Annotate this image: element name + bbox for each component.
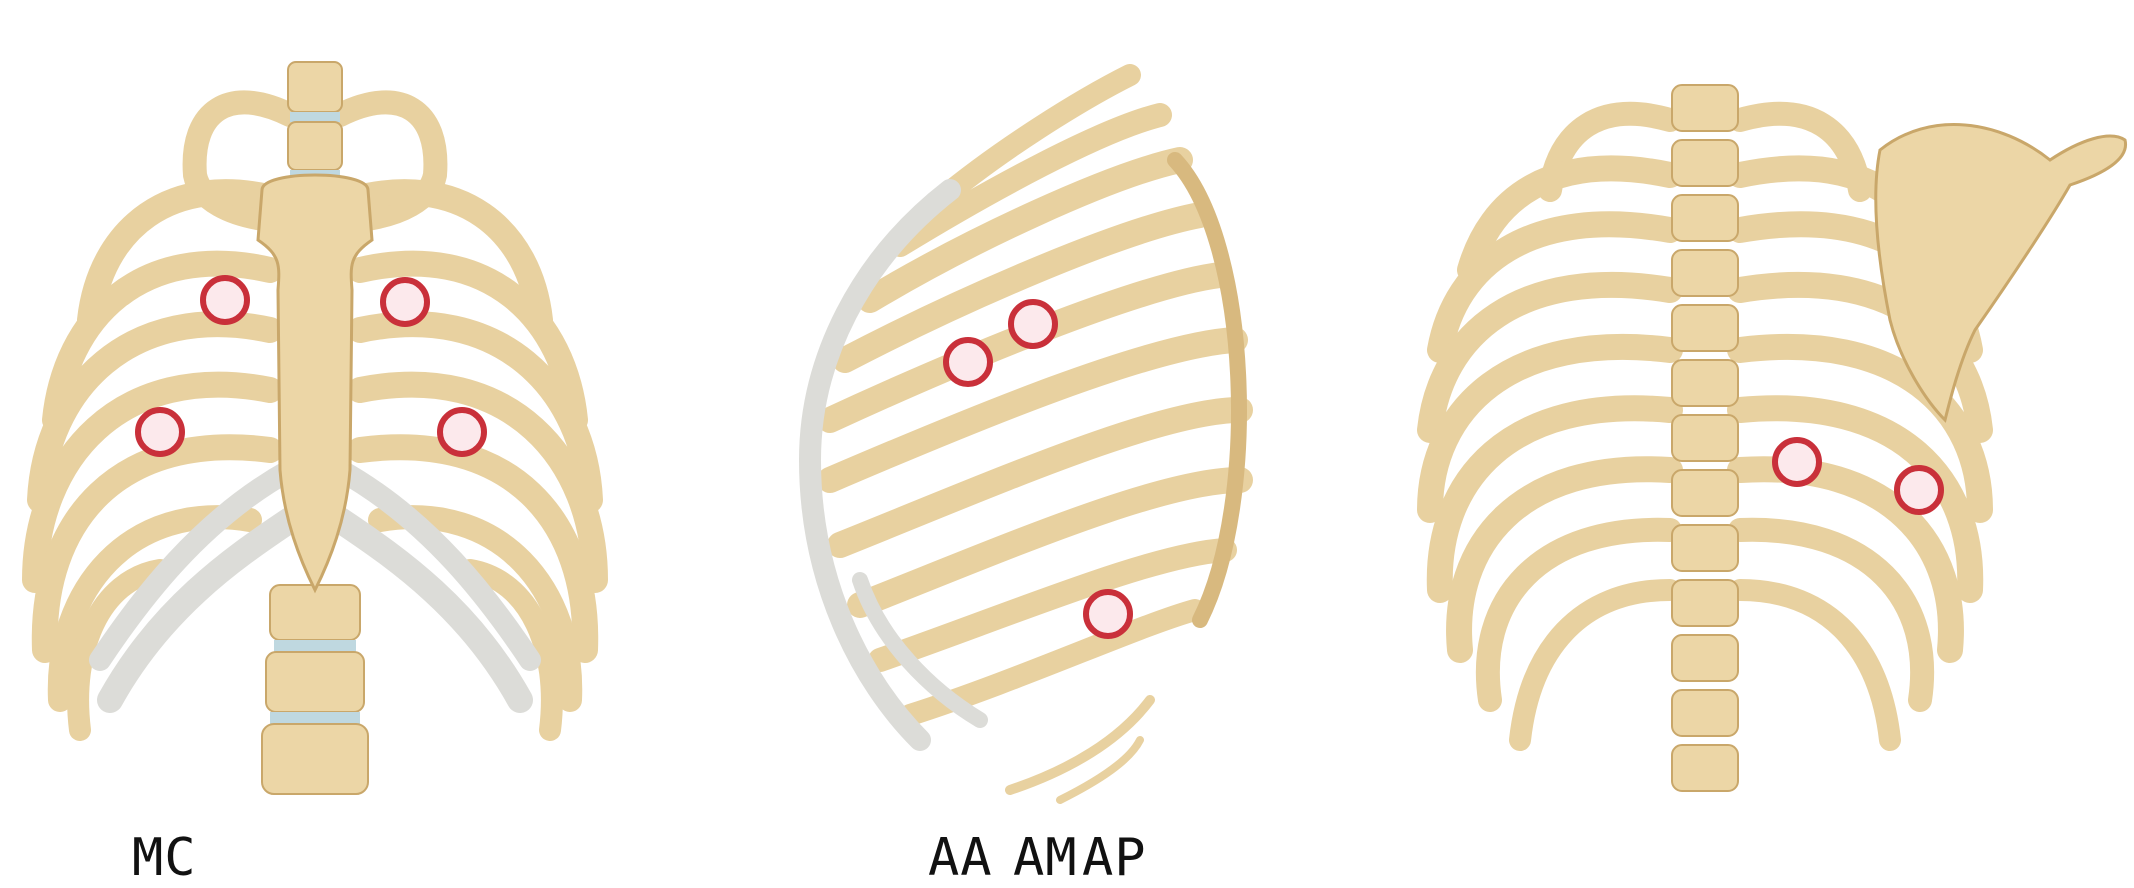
vertebra bbox=[1671, 359, 1739, 407]
marker bbox=[1894, 465, 1944, 515]
rib bbox=[1427, 211, 1683, 363]
vertebra bbox=[1671, 304, 1739, 352]
rib bbox=[827, 397, 1253, 558]
costal-cartilage bbox=[97, 507, 303, 713]
rib bbox=[888, 103, 1172, 257]
rib bbox=[459, 559, 563, 741]
vertebra bbox=[1671, 524, 1739, 572]
spinal-column bbox=[1671, 84, 1739, 792]
costal-cartilage bbox=[89, 459, 301, 671]
costal-cartilage-front bbox=[798, 179, 961, 751]
posterior-ribs-left bbox=[1417, 101, 1683, 751]
rib bbox=[67, 559, 171, 741]
rib bbox=[347, 250, 588, 433]
costal-cartilage bbox=[329, 459, 541, 671]
rib bbox=[1728, 517, 1935, 712]
vertebra bbox=[287, 121, 343, 171]
marker bbox=[1772, 437, 1822, 487]
vertebra bbox=[1671, 579, 1739, 627]
rib bbox=[347, 434, 599, 663]
rib bbox=[847, 467, 1253, 618]
vertebra bbox=[261, 723, 369, 795]
vertebra bbox=[1671, 689, 1739, 737]
intervertebral-disc bbox=[270, 712, 360, 724]
marker bbox=[380, 277, 430, 327]
marker bbox=[943, 337, 993, 387]
rib bbox=[1729, 579, 1901, 751]
vertebra bbox=[287, 61, 343, 113]
marker bbox=[437, 407, 487, 457]
rib bbox=[1475, 517, 1682, 712]
vertebra bbox=[1671, 634, 1739, 682]
label-aa: AA bbox=[928, 828, 993, 888]
vertebra bbox=[1671, 84, 1739, 132]
anterior-rib-cage bbox=[22, 61, 608, 795]
rib bbox=[42, 250, 283, 433]
lateral-rib-cage bbox=[798, 64, 1253, 804]
rib bbox=[817, 327, 1248, 493]
vertebra bbox=[1671, 414, 1739, 462]
rib bbox=[347, 371, 608, 593]
rib bbox=[1446, 456, 1683, 663]
label-am: AM bbox=[1013, 828, 1078, 888]
rib bbox=[31, 434, 283, 663]
rib bbox=[1457, 155, 1683, 283]
vertebra bbox=[1671, 469, 1739, 517]
rib bbox=[182, 90, 302, 232]
anterior-ribs-left bbox=[22, 90, 303, 741]
label-mc: MC bbox=[132, 828, 197, 888]
marker bbox=[1008, 299, 1058, 349]
rib bbox=[27, 311, 283, 513]
vertebra bbox=[1671, 744, 1739, 792]
rib bbox=[868, 538, 1237, 672]
marker bbox=[1083, 589, 1133, 639]
vertebra bbox=[1671, 194, 1739, 242]
sternum bbox=[256, 173, 374, 594]
rib bbox=[1056, 736, 1144, 804]
markers bbox=[135, 275, 1944, 639]
vertebra bbox=[1671, 139, 1739, 187]
rib bbox=[77, 179, 293, 333]
rib bbox=[1426, 395, 1683, 603]
rib bbox=[1417, 333, 1683, 523]
rib bbox=[337, 179, 553, 333]
vertebra bbox=[1671, 249, 1739, 297]
marker bbox=[200, 275, 250, 325]
intervertebral-disc bbox=[274, 640, 356, 652]
costal-cartilage bbox=[327, 507, 533, 713]
rib bbox=[1417, 271, 1683, 443]
rib bbox=[22, 371, 283, 593]
label-ap: AP bbox=[1082, 828, 1147, 888]
intervertebral-disc bbox=[290, 112, 340, 122]
rib bbox=[328, 90, 448, 232]
marker bbox=[135, 407, 185, 457]
rib-back-edge bbox=[1167, 152, 1247, 628]
scapula bbox=[1874, 123, 2127, 423]
anterior-ribs-right bbox=[327, 90, 608, 741]
posterior-rib-cage bbox=[1417, 84, 2127, 792]
rib bbox=[1509, 579, 1681, 751]
vertebra bbox=[265, 651, 365, 713]
reference-lines bbox=[151, 15, 1922, 850]
